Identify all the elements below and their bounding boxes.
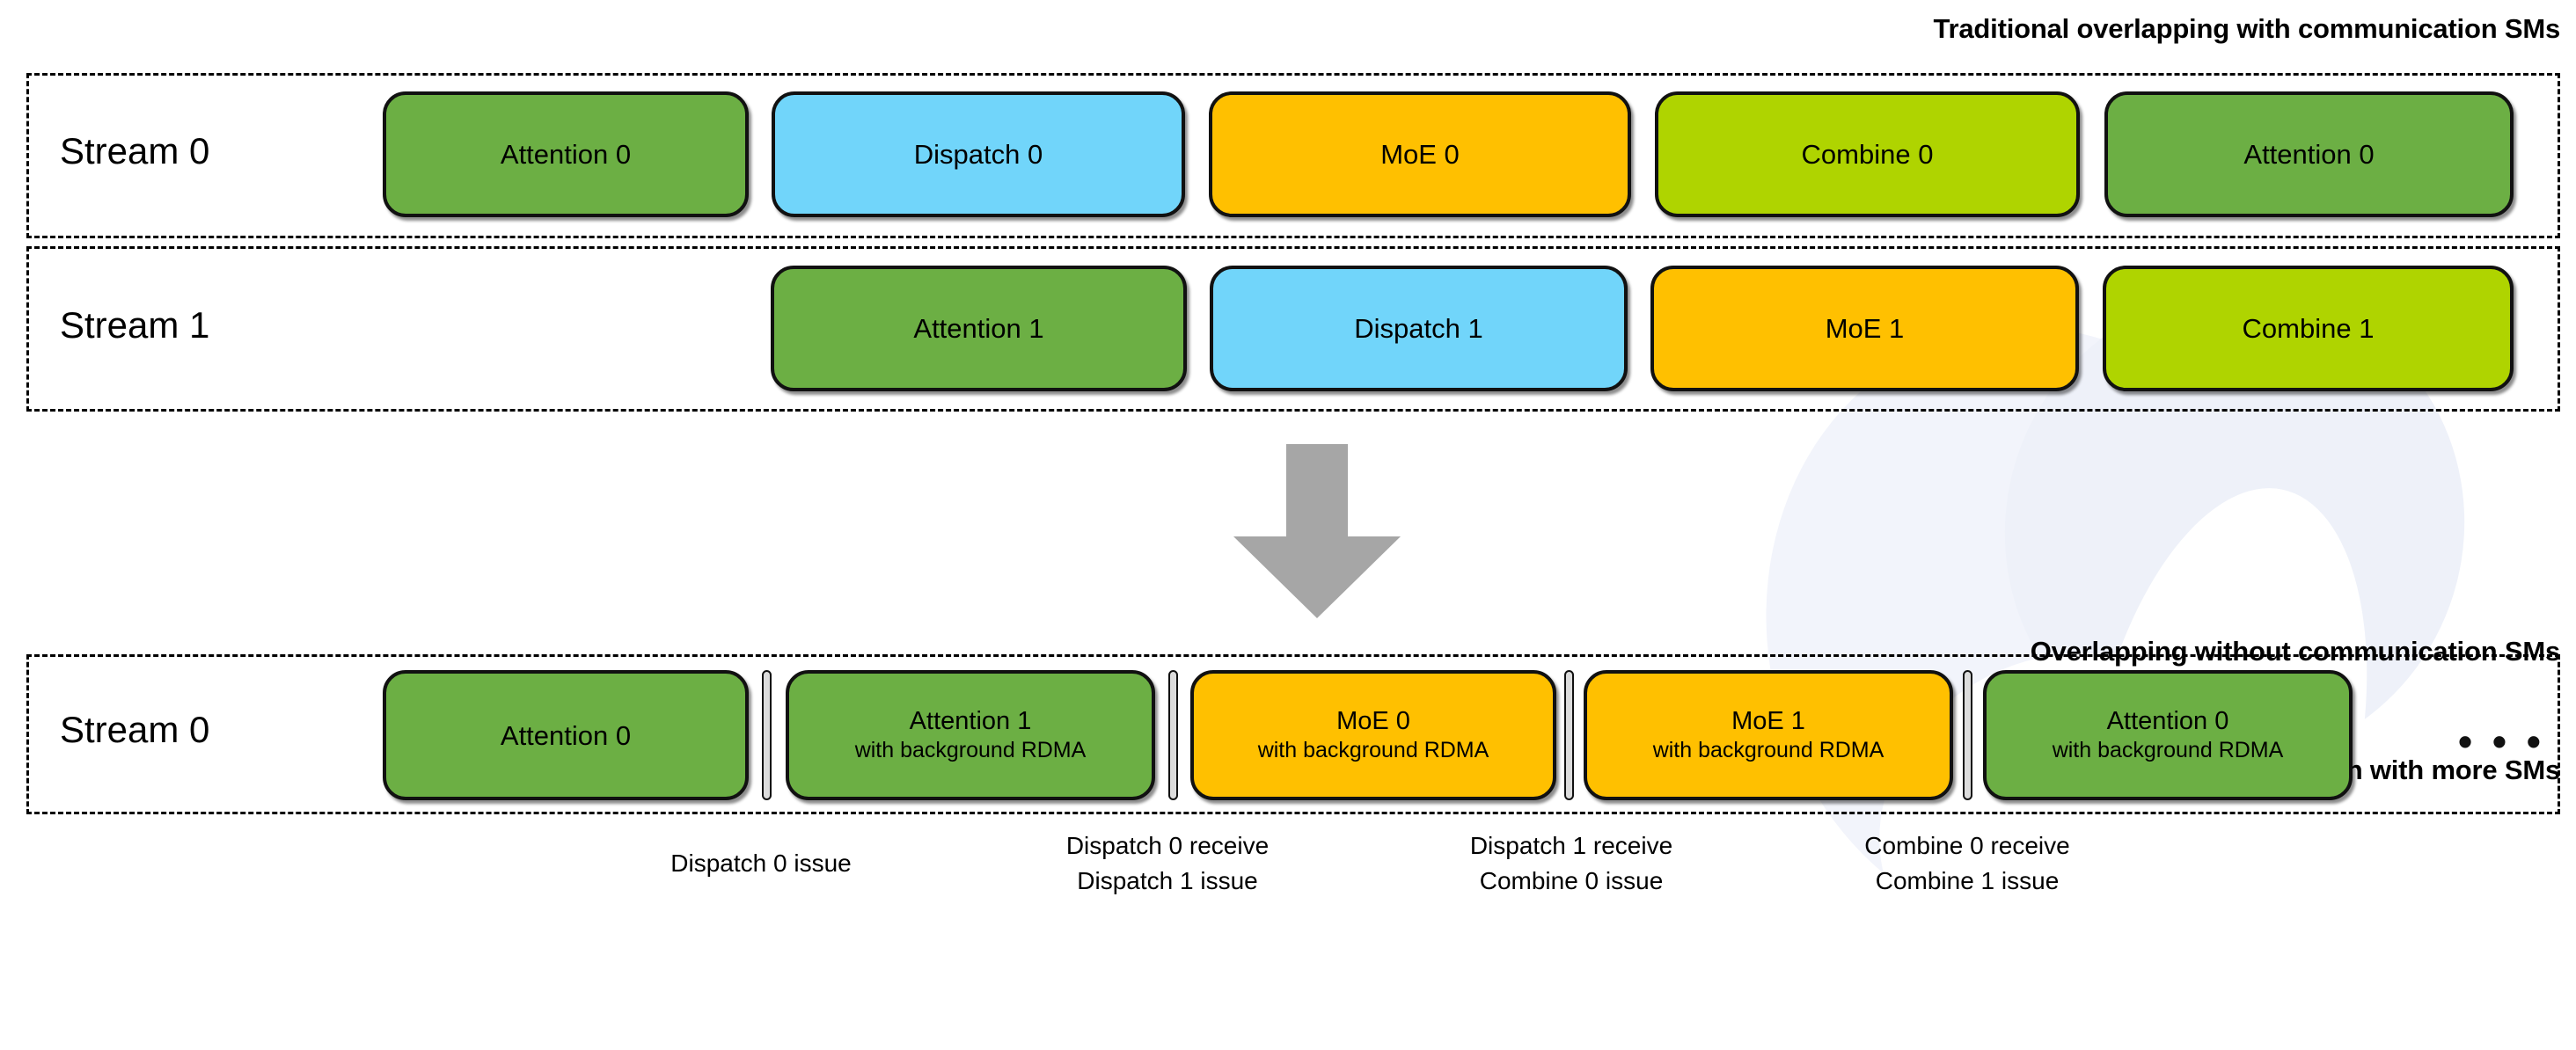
op-box-subtitle: with background RDMA (854, 738, 1087, 762)
op-box-title: MoE 1 (1731, 707, 1805, 735)
lane-stream0-bottom (26, 654, 2560, 814)
op-box-subtitle: with background RDMA (1652, 738, 1884, 762)
op-box-subtitle: with background RDMA (2052, 738, 2284, 762)
op-box-title: Attention 0 (500, 139, 632, 170)
separator-bar (1963, 670, 1972, 800)
op-box-attention: Attention 0 (383, 670, 749, 800)
caption-traditional-overlapping: Traditional overlapping with communicati… (1933, 13, 2561, 44)
op-box-title: Dispatch 1 (1354, 313, 1483, 344)
lane-label-stream1: Stream 1 (60, 304, 210, 346)
annotation-line: Dispatch 0 issue (670, 849, 852, 877)
op-box-combine: Combine 0 (1655, 91, 2080, 217)
annotation-line: Combine 0 issue (1479, 867, 1664, 894)
op-box-title: Dispatch 0 (913, 139, 1043, 170)
op-box-attention: Attention 1 (771, 266, 1187, 391)
op-box-title: Combine 0 (1801, 139, 1934, 170)
separator-bar (1168, 670, 1178, 800)
op-box-attention: Attention 0 (383, 91, 749, 217)
annotation-line: Dispatch 0 receive (1065, 832, 1270, 859)
lane-stream1 (26, 246, 2560, 412)
ellipsis-indicator: • • • (2458, 718, 2545, 764)
annotation-group: Dispatch 0 issue (559, 846, 963, 881)
op-box-attention: Attention 0 with background RDMA (1983, 670, 2353, 800)
separator-bar (762, 670, 772, 800)
op-box-title: Attention 1 (913, 313, 1044, 344)
op-box-combine: Combine 1 (2103, 266, 2514, 391)
op-box-title: Combine 1 (2242, 313, 2375, 344)
op-box-subtitle: with background RDMA (1257, 738, 1489, 762)
annotation-line: Dispatch 1 receive (1469, 832, 1673, 859)
op-box-title: Attention 1 (909, 707, 1032, 735)
op-box-moe: MoE 1 with background RDMA (1584, 670, 1953, 800)
op-box-attention: Attention 1 with background RDMA (786, 670, 1155, 800)
annotation-line: Dispatch 1 issue (1077, 867, 1258, 894)
op-box-moe: MoE 1 (1650, 266, 2079, 391)
op-box-dispatch: Dispatch 0 (772, 91, 1185, 217)
caption-line-1: Overlapping without communication SMs (2030, 636, 2561, 667)
op-box-dispatch: Dispatch 1 (1210, 266, 1628, 391)
op-box-title: MoE 0 (1336, 707, 1410, 735)
separator-bar (1564, 670, 1574, 800)
annotation-line: Combine 1 issue (1875, 867, 2060, 894)
op-box-moe: MoE 0 (1209, 91, 1631, 217)
op-box-title: Attention 0 (2106, 707, 2229, 735)
op-box-title: MoE 1 (1825, 313, 1905, 344)
op-box-title: Attention 0 (2243, 139, 2375, 170)
lane-label-stream0-bot: Stream 0 (60, 709, 210, 750)
down-arrow-icon (1225, 444, 1409, 624)
lane-label-stream0-top: Stream 0 (60, 130, 210, 171)
op-box-moe: MoE 0 with background RDMA (1190, 670, 1556, 800)
lane-stream0-top (26, 73, 2560, 238)
op-box-attention: Attention 0 (2104, 91, 2514, 217)
op-box-title: MoE 0 (1380, 139, 1460, 170)
annotation-line: Combine 0 receive (1864, 832, 2070, 859)
op-box-title: Attention 0 (500, 719, 632, 751)
